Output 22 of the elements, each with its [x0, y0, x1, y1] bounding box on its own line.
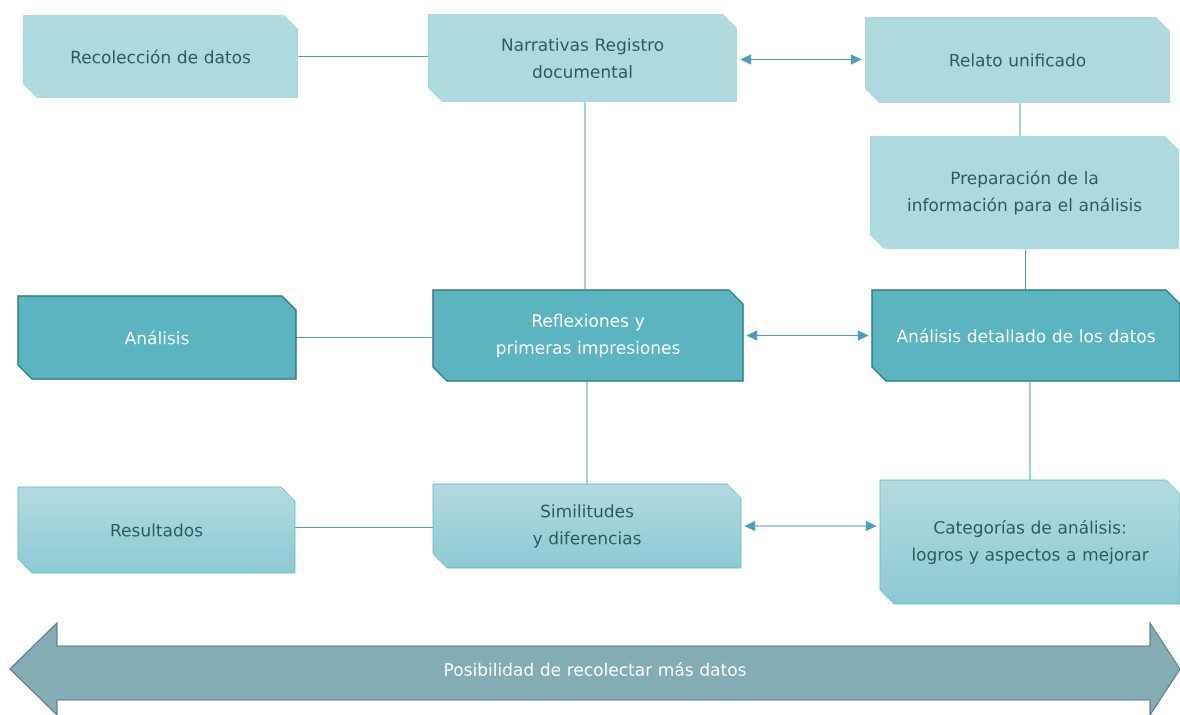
process-box: Categorías de análisis: logros y aspectos a mejorar	[879, 479, 1180, 605]
process-box: Preparación de la información para el análisis	[870, 136, 1179, 249]
connector	[294, 527, 434, 528]
connector	[297, 56, 429, 57]
connector	[740, 54, 862, 65]
process-box: Similitudes y diferencias	[432, 483, 742, 569]
connector	[1029, 380, 1031, 481]
double-arrow-band: Posibilidad de recolectar más datos	[9, 621, 1180, 715]
connector	[584, 101, 586, 291]
process-box: Narrativas Registro documental	[428, 14, 737, 102]
connector	[295, 337, 434, 338]
connector	[746, 330, 869, 341]
connector	[586, 380, 588, 485]
process-box: Análisis	[17, 295, 297, 380]
process-box: Reflexiones y primeras impresiones	[432, 289, 744, 382]
connector	[744, 521, 877, 531]
process-box: Resultados	[17, 486, 296, 574]
process-box: Recolección de datos	[23, 15, 298, 98]
connector	[1019, 102, 1021, 137]
connector	[1025, 248, 1026, 291]
process-box: Análisis detallado de los datos	[871, 289, 1180, 382]
process-box: Relato unificado	[865, 17, 1170, 103]
